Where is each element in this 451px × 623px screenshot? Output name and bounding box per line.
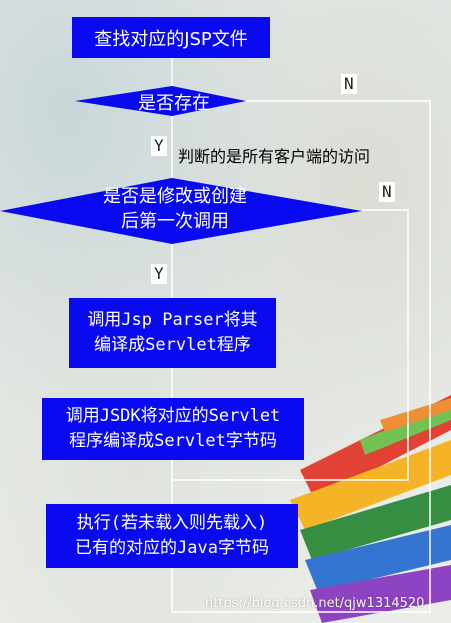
modified-yes-label: Y — [151, 264, 167, 284]
exists-label: 是否存在 — [138, 93, 210, 114]
compile-line1: 调用JSDK将对应的Servlet — [65, 406, 281, 426]
modified-label-line2: 后第一次调用 — [121, 211, 229, 232]
watermark: https://blog.csdn.net/qjw1314520 — [205, 596, 425, 611]
execute-line1: 执行(若未载入则先载入) — [76, 513, 268, 533]
parse-box: 调用Jsp Parser将其 编译成Servlet程序 — [69, 298, 276, 368]
parse-line1: 调用Jsp Parser将其 — [87, 310, 258, 330]
start-label: 查找对应的JSP文件 — [94, 28, 248, 50]
parse-line2: 编译成Servlet程序 — [94, 335, 251, 355]
exists-yes-label: Y — [151, 136, 167, 156]
modified-label-line1: 是否是修改或创建 — [103, 186, 247, 207]
execute-line2: 已有的对应的Java字节码 — [75, 538, 269, 558]
compile-line2: 程序编译成Servlet字节码 — [69, 431, 277, 451]
exists-no-label: N — [341, 74, 357, 94]
compile-box: 调用JSDK将对应的Servlet 程序编译成Servlet字节码 — [42, 398, 304, 460]
start-box: 查找对应的JSP文件 — [72, 17, 270, 58]
flow-lines — [171, 58, 431, 613]
execute-box: 执行(若未载入则先载入) 已有的对应的Java字节码 — [46, 504, 298, 568]
annotation-note: 判断的是所有客户端的访问 — [178, 147, 371, 166]
modified-label: 是否是修改或创建 后第一次调用 — [70, 184, 280, 234]
modified-no-label: N — [379, 182, 395, 202]
